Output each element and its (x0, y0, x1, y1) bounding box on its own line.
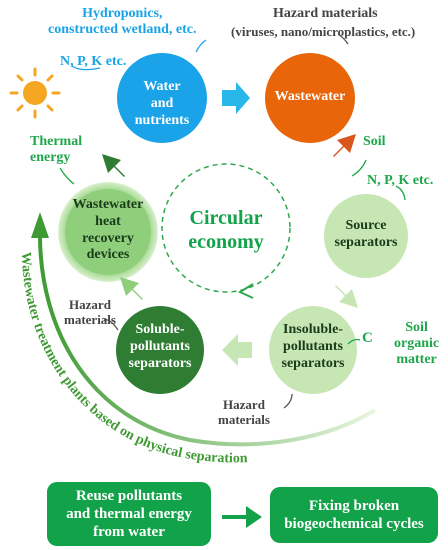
center-arrowhead (237, 283, 254, 299)
arrow-right-icon (222, 506, 262, 528)
node-source-label: Source separators (334, 218, 398, 250)
node-insoluble-circle (269, 306, 357, 394)
fixing-box: Fixing broken biogeochemical cycles (270, 487, 438, 543)
center-label: Circular economy (188, 207, 264, 253)
node-water-circle (117, 53, 207, 143)
reuse-box: Reuse pollutants and thermal energy from… (47, 482, 211, 546)
node-heat-label: Wastewater heat recovery devices (72, 197, 144, 263)
arrow-heat-to-water (102, 154, 125, 177)
wwtp-arc (38, 234, 377, 447)
label-hazard-bottom: Hazard materials (218, 397, 270, 427)
label-soil: Soil (363, 134, 386, 149)
node-source-circle (324, 194, 408, 278)
node-wastewater-circle (265, 53, 355, 143)
label-carbon: C (362, 330, 373, 346)
node-heat-inner (65, 189, 151, 275)
label-hydroponics: Hydroponics, constructed wetland, etc. (48, 6, 197, 38)
label-soil-organic: Soil organic matter (394, 320, 440, 368)
arrow-source-to-insoluble (335, 285, 358, 308)
label-hazard-top-sub: (viruses, nano/microplastics, etc.) (231, 24, 416, 39)
node-insoluble-label: Insoluble- pollutants separators (281, 322, 345, 371)
center-dashed-circle (161, 163, 291, 293)
label-npk-top: N, P, K etc. (60, 54, 127, 69)
label-npk-right: N, P, K etc. (367, 173, 434, 188)
sun-icon (9, 67, 61, 119)
wwtp-arc-arrowhead (31, 212, 49, 238)
arrow-insoluble-to-soluble (222, 334, 252, 366)
label-hazard-left: Hazard materials (64, 297, 116, 327)
node-water-label: Water and nutrients (134, 79, 190, 128)
node-soluble-circle (116, 306, 204, 394)
arrow-wastewater-to-source (333, 134, 356, 157)
label-hazard-top: Hazard materials (273, 6, 378, 21)
arrow-soluble-to-heat (120, 277, 143, 300)
node-soluble-label: Soluble- pollutants separators (128, 322, 192, 371)
label-thermal-energy: Thermal energy (30, 134, 83, 166)
arrow-water-to-wastewater (222, 82, 250, 114)
node-wastewater-label: Wastewater (274, 89, 346, 104)
pointer-arrows (59, 33, 406, 409)
